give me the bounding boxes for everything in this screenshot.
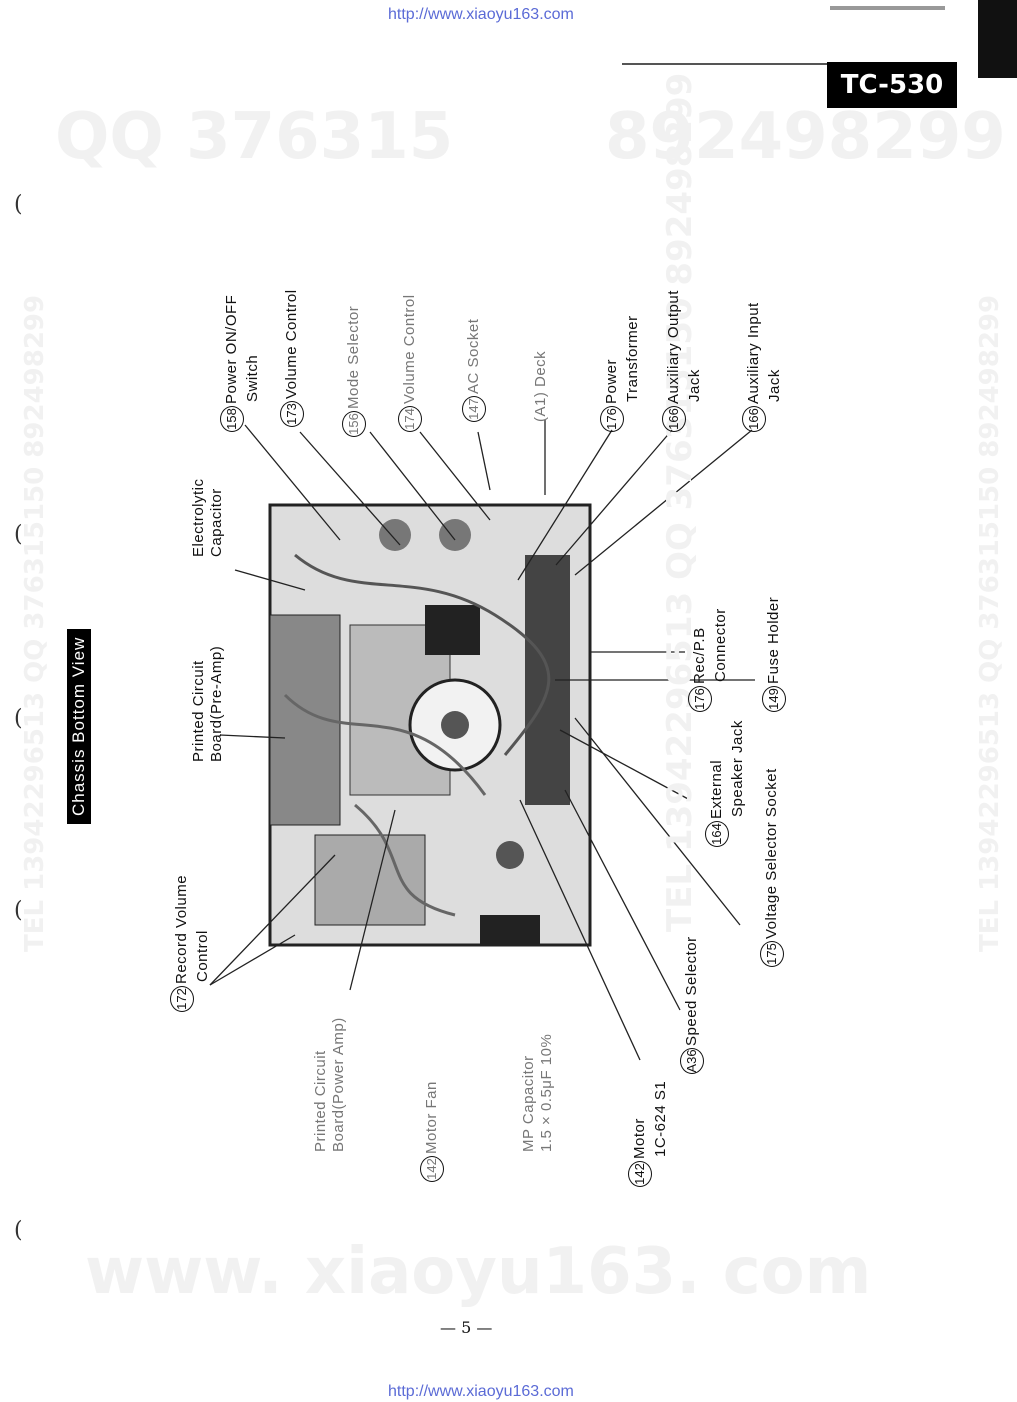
voltage-selector-label: Voltage Selector Socket	[763, 768, 780, 939]
callout-164: 164	[705, 821, 729, 847]
label-166b: 166 Auxiliary Input Jack	[742, 302, 784, 432]
aux-output-label-2: Jack	[686, 369, 703, 402]
callout-147: 147	[462, 396, 486, 422]
pcb-preamp-label: Printed Circuit	[190, 660, 207, 762]
electrolytic-label-2: Capacitor	[208, 488, 225, 557]
volume-control-2-label: Volume Control	[401, 294, 418, 404]
aux-input-label-2: Jack	[766, 369, 783, 402]
callout-142a: 142	[420, 1156, 444, 1182]
label-pcb-preamp: Printed Circuit Board(Pre-Amp)	[190, 646, 226, 762]
mode-selector-label: Mode Selector	[345, 305, 362, 409]
label-173: 173 Volume Control	[280, 289, 304, 427]
bottom-url[interactable]: http://www.xiaoyu163.com	[388, 1383, 574, 1400]
external-speaker-label: External	[708, 759, 725, 819]
label-175: 175 Voltage Selector Socket	[760, 768, 784, 967]
binding-mark: (	[14, 898, 23, 923]
side-watermark-center: TEL 13942296513 QQ 376315150 892498299	[660, 72, 700, 932]
pcb-preamp-label-2: Board(Pre-Amp)	[208, 645, 225, 762]
mp-capacitor-label-2: 1.5 × 0.5μF 10%	[538, 1033, 555, 1152]
scan-rule	[622, 63, 952, 65]
electrolytic-label: Electrolytic	[190, 478, 207, 557]
callout-176b: 176	[688, 686, 712, 712]
watermark-qq-right: 892498299	[605, 100, 1006, 174]
watermark-bottom: www. xiaoyu163. com	[85, 1235, 872, 1309]
rec-pb-connector-label: Rec/P.B	[691, 627, 708, 684]
label-149: 149 Fuse Holder	[762, 597, 786, 712]
label-176b: 176 Rec/P.B Connector	[688, 608, 730, 712]
rec-pb-connector-label-2: Connector	[712, 608, 729, 682]
callout-166b: 166	[742, 406, 766, 432]
callout-156: 156	[342, 411, 366, 437]
record-volume-label: Record Volume	[173, 874, 190, 984]
label-147: 147 AC Socket	[462, 319, 486, 422]
mp-capacitor-label: MP Capacitor	[520, 1055, 537, 1152]
side-watermark-right: TEL 13942296513 QQ 376315150 892498299	[975, 294, 1005, 952]
motor-fan-label: Motor Fan	[423, 1081, 440, 1154]
label-158: 158 Power ON/OFF Switch	[220, 295, 262, 432]
callout-172: 172	[170, 986, 194, 1012]
binding-mark: (	[14, 706, 23, 731]
scan-edge-mark	[978, 0, 1017, 78]
aux-input-label: Auxiliary Input	[745, 302, 762, 404]
callout-149: 149	[762, 686, 786, 712]
label-166a: 166 Auxiliary Output Jack	[662, 290, 704, 432]
label-142a: 142 Motor Fan	[420, 1081, 444, 1182]
callout-142b: 142	[628, 1161, 652, 1187]
ac-socket-label: AC Socket	[465, 318, 482, 394]
callout-175: 175	[760, 941, 784, 967]
callout-a36: A36	[680, 1048, 704, 1074]
label-142b: 142 Motor 1C-624 S1	[628, 1081, 670, 1187]
section-title: Chassis Bottom View	[67, 628, 91, 824]
binding-mark: (	[14, 192, 23, 217]
callout-158: 158	[220, 406, 244, 432]
binding-mark: (	[14, 522, 23, 547]
callout-176a: 176	[600, 406, 624, 432]
top-url[interactable]: http://www.xiaoyu163.com	[388, 6, 574, 23]
callout-166a: 166	[662, 406, 686, 432]
motor-label: Motor	[631, 1118, 648, 1159]
side-watermark-left: TEL 13942296513 QQ 376315150 892498299	[20, 294, 50, 952]
label-pcb-power: Printed Circuit Board(Power Amp)	[312, 1017, 348, 1152]
label-156: 156 Mode Selector	[342, 306, 366, 437]
label-174: 174 Volume Control	[398, 294, 422, 432]
model-badge: TC-530	[827, 62, 957, 108]
label-172: 172 Record Volume Control	[170, 875, 212, 1012]
callout-174: 174	[398, 406, 422, 432]
motor-label-2: 1C-624 S1	[652, 1080, 669, 1157]
binding-mark: (	[14, 1218, 23, 1243]
scan-noise	[830, 6, 945, 10]
fuse-holder-label: Fuse Holder	[765, 596, 782, 684]
pcb-power-label-2: Board(Power Amp)	[330, 1017, 347, 1152]
power-switch-label: Power ON/OFF	[223, 294, 240, 404]
callout-173: 173	[280, 401, 304, 427]
label-176a: 176 Power Transformer	[600, 315, 642, 432]
pcb-power-label: Printed Circuit	[312, 1050, 329, 1152]
power-switch-label-2: Switch	[244, 354, 261, 402]
label-a1: (A1) Deck	[532, 350, 549, 422]
label-a36: A36 Speed Selector	[680, 936, 704, 1074]
power-transformer-label-2: Transformer	[624, 315, 641, 402]
external-speaker-label-2: Speaker Jack	[729, 720, 746, 817]
label-electrolytic: Electrolytic Capacitor	[190, 478, 226, 557]
speed-selector-label: Speed Selector	[683, 936, 700, 1046]
chassis-photo	[268, 503, 592, 947]
page-number: — 5 —	[440, 1318, 493, 1337]
watermark-qq-left: QQ 376315	[55, 100, 454, 174]
label-mp: MP Capacitor 1.5 × 0.5μF 10%	[520, 1034, 556, 1152]
power-transformer-label: Power	[603, 358, 620, 404]
record-volume-label-2: Control	[194, 930, 211, 982]
volume-control-label: Volume Control	[283, 289, 300, 399]
aux-output-label: Auxiliary Output	[665, 290, 682, 404]
label-164: 164 External Speaker Jack	[705, 720, 747, 847]
